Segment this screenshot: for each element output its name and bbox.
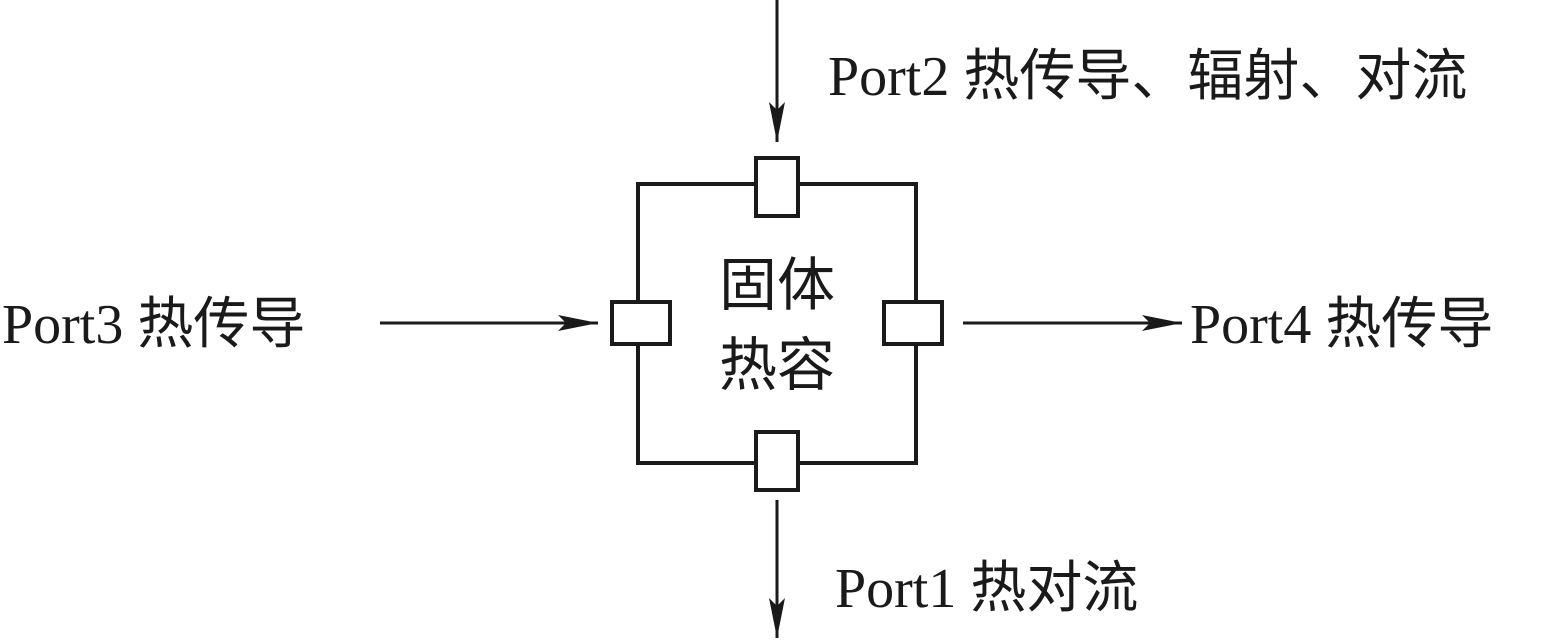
port2-label: Port2 热传导、辐射、对流 xyxy=(828,46,1467,108)
port3-label: Port3 热传导 xyxy=(2,294,305,356)
port4-square xyxy=(882,300,944,346)
solid-heat-capacity-block xyxy=(636,182,918,465)
port4-label: Port4 热传导 xyxy=(1190,294,1493,356)
port1-square xyxy=(754,430,800,492)
center-label-line1: 固体 xyxy=(719,253,835,318)
port1-label: Port1 热对流 xyxy=(835,558,1138,620)
port3-square xyxy=(610,300,672,346)
port2-square xyxy=(754,156,800,218)
center-label-line2: 热容 xyxy=(719,333,835,398)
